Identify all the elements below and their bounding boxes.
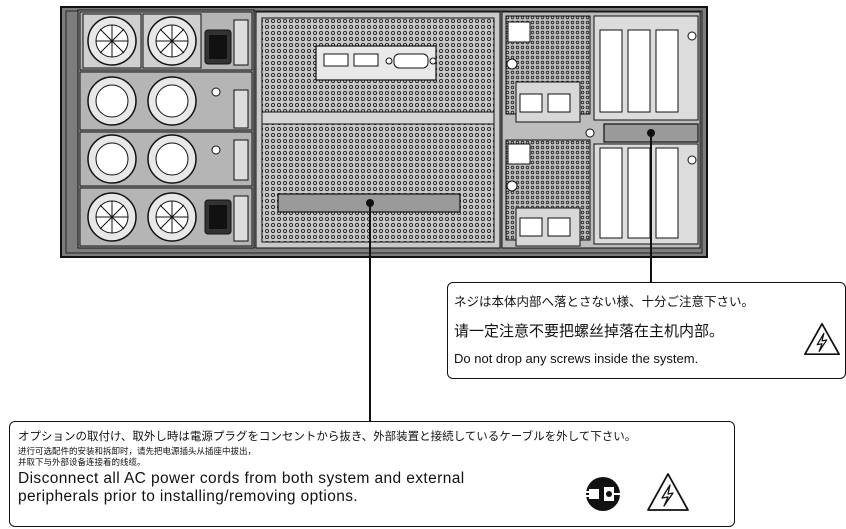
- psu-top: [79, 11, 253, 71]
- screws-warning-chinese: 请一定注意不要把螺丝掉落在主机内部。: [454, 322, 725, 340]
- leader-line-screws: [647, 129, 655, 282]
- psu-mid2: [79, 131, 253, 187]
- power-disconnect-callout: オプションの取付け、取外し時は電源プラグをコンセントから抜き、外部装置と接続して…: [9, 421, 735, 527]
- leader-line-power: [366, 199, 374, 421]
- screws-warning-japanese: ネジは本体内部へ落とさない様、十分ご注意下さい。: [454, 294, 755, 309]
- unplug-power-cord-icon: [586, 477, 620, 511]
- psu-mid1: [79, 71, 253, 131]
- power-warning-japanese: オプションの取付け、取外し時は電源プラグをコンセントから抜き、外部装置と接続して…: [18, 429, 637, 443]
- power-warning-english: Disconnect all AC power cords from both …: [18, 470, 465, 505]
- screws-warning-callout: ネジは本体内部へ落とさない様、十分ご注意下さい。 请一定注意不要把螺丝掉落在主机…: [447, 282, 846, 379]
- screws-warning-english: Do not drop any screws inside the system…: [454, 351, 699, 366]
- right-io-section: [501, 11, 701, 249]
- power-warning-chinese-line1: 进行可选配件的安装和拆卸时，请先把电源插头从插座中拔出，: [18, 447, 257, 457]
- center-io-panel: [255, 11, 501, 249]
- power-warning-chinese-line2: 并取下与外部设备连接着的线缆。: [18, 458, 146, 468]
- power-supply-bay: [77, 9, 255, 249]
- electrical-hazard-warning-icon: [647, 473, 689, 511]
- psu-bottom: [79, 187, 253, 247]
- electrical-hazard-warning-icon: [804, 322, 840, 356]
